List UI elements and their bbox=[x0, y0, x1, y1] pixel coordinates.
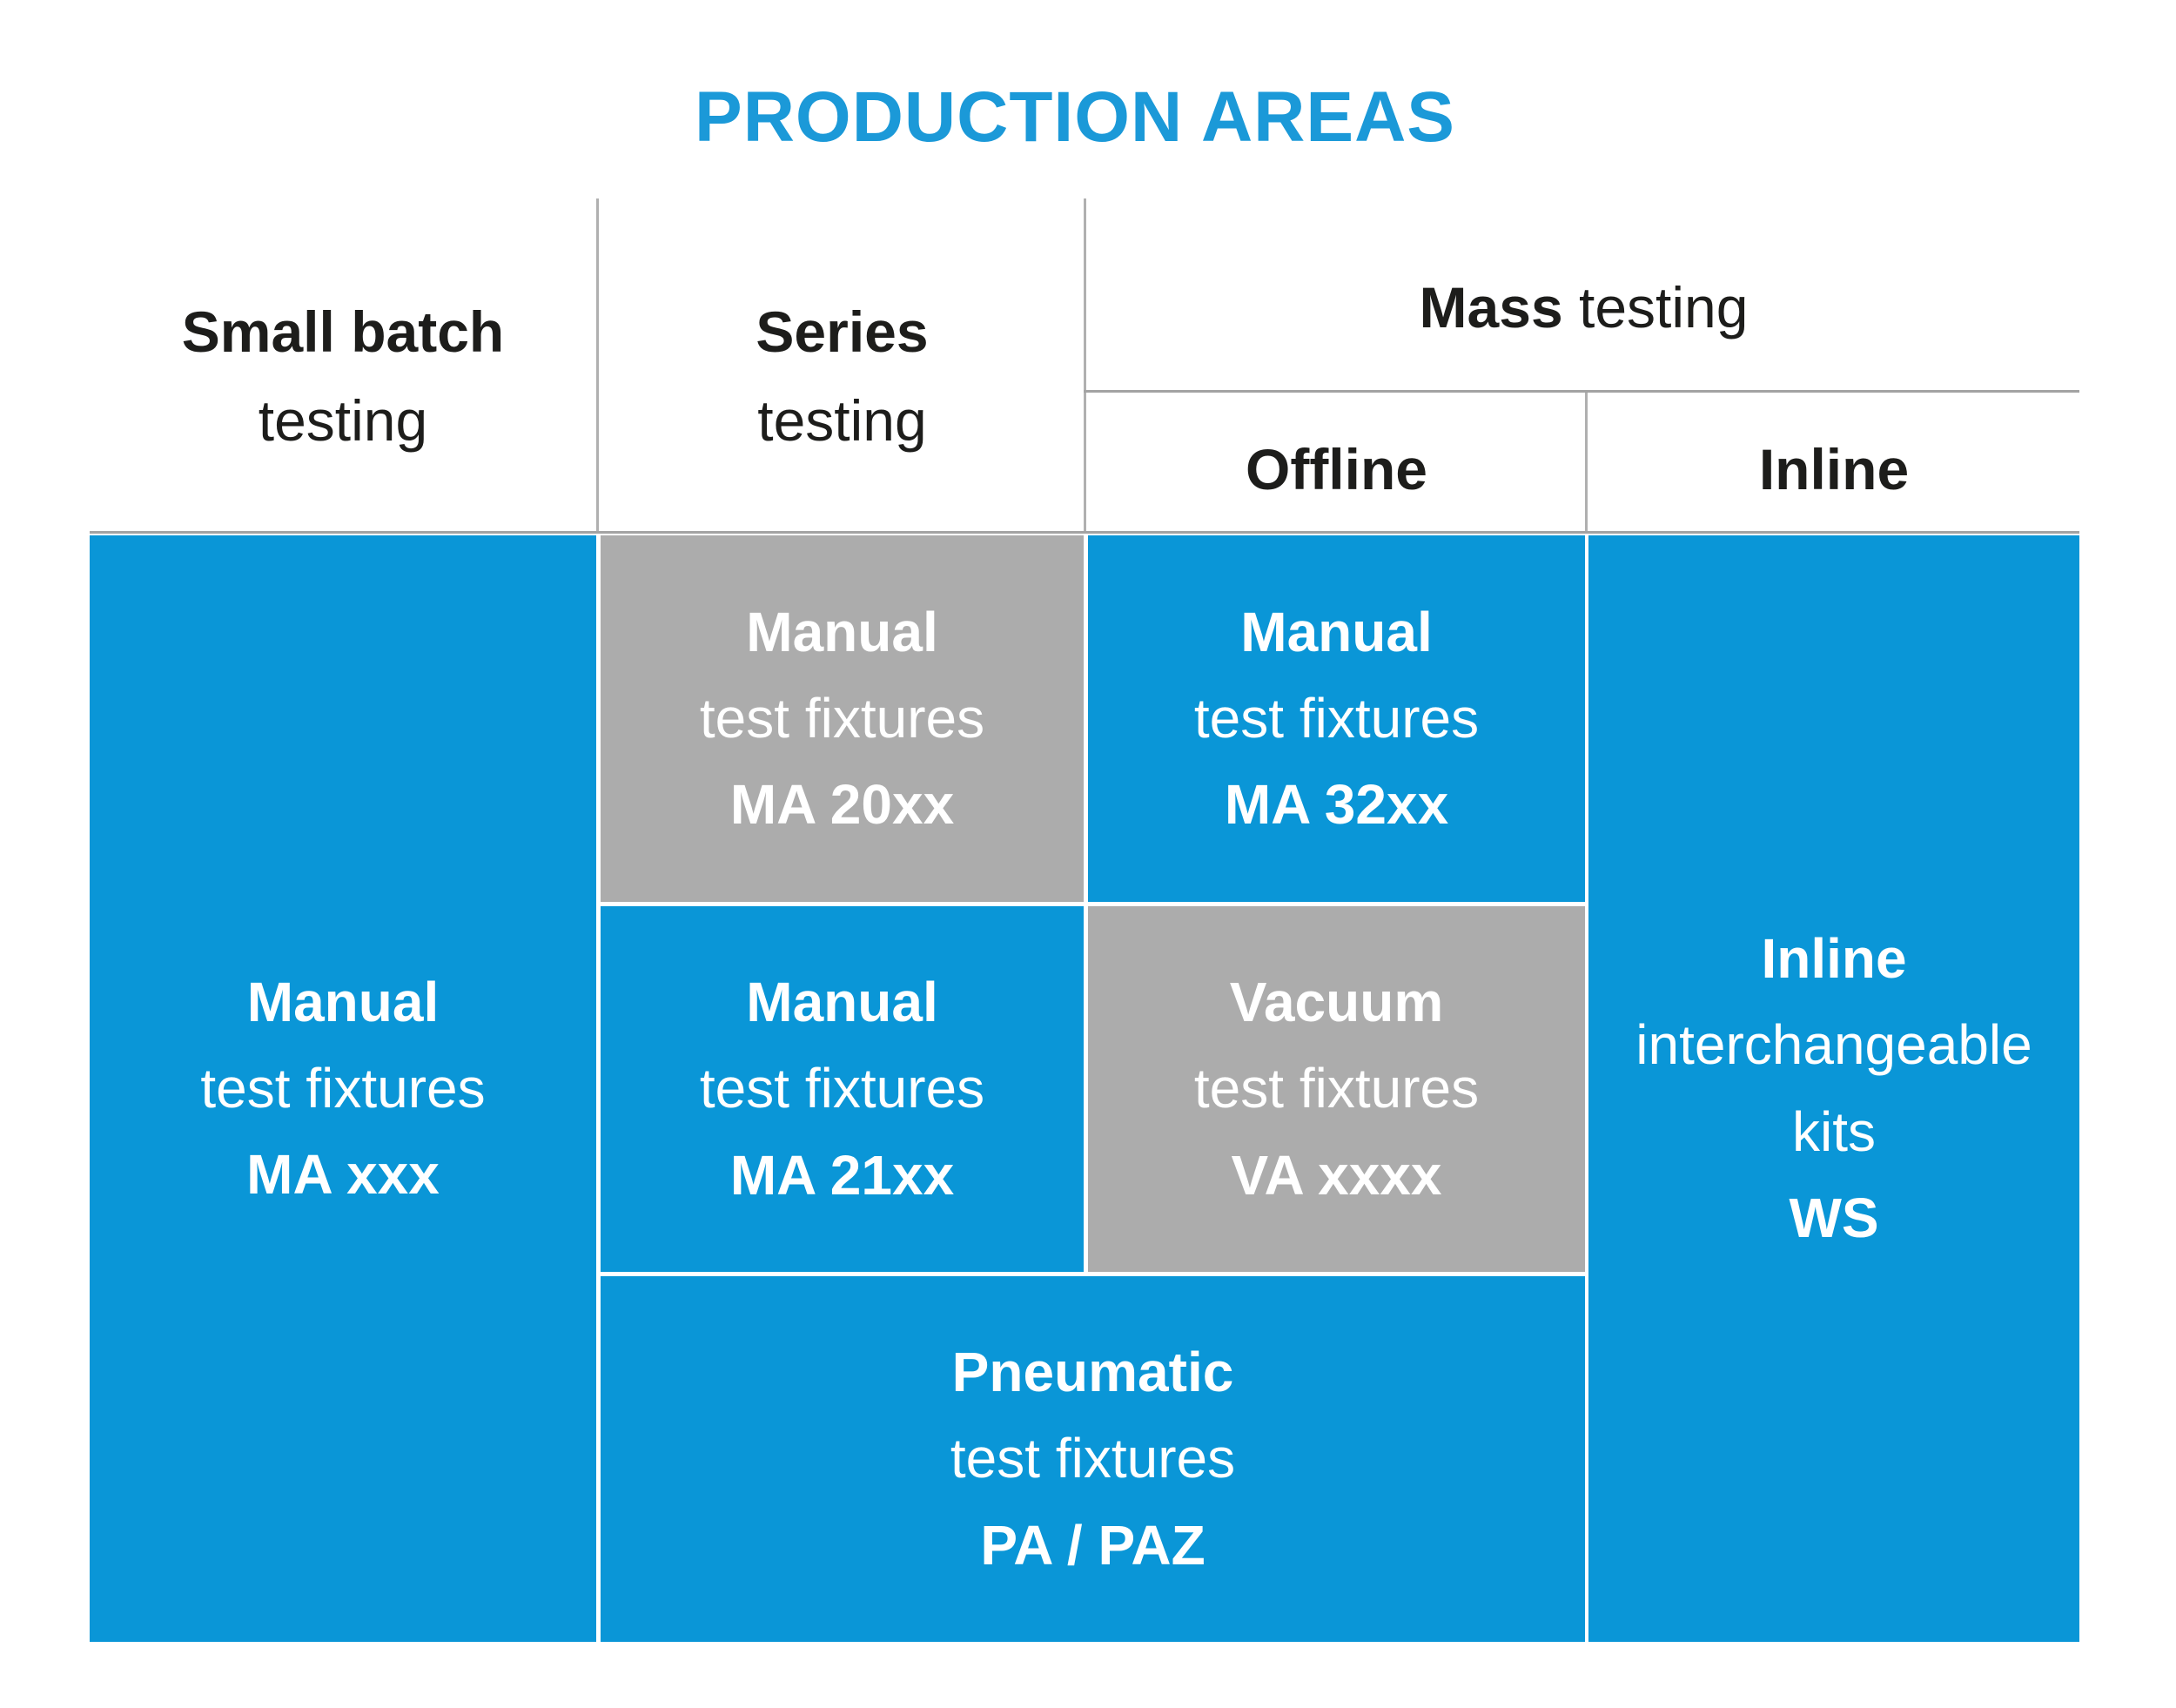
column-divider-offline-inline bbox=[1585, 390, 1588, 533]
cell-line-desc: test fixtures bbox=[1193, 1057, 1480, 1120]
cell-line-desc: test fixtures bbox=[699, 686, 985, 750]
cell-offline-manual-ma-32xx: Manual test fixtures MA 32xx bbox=[1088, 535, 1585, 902]
cell-small-batch-manual-ma-xxx: Manual test fixtures MA xxx bbox=[90, 535, 596, 1642]
cell-line-desc2: kits bbox=[1792, 1099, 1876, 1163]
cell-line-name: Manual bbox=[246, 970, 440, 1033]
header-small-batch-testing: Small batch testing bbox=[90, 287, 596, 466]
header-mass-testing: Mass testing bbox=[1088, 279, 2079, 336]
cell-line-name: Manual bbox=[746, 971, 938, 1034]
header-series-line2: testing bbox=[757, 388, 927, 454]
cell-offline-vacuum-va-xxxx: Vacuum test fixtures VA xxxx bbox=[1088, 906, 1585, 1272]
header-mass-bold: Mass bbox=[1419, 275, 1563, 340]
cell-line-code: PA / PAZ bbox=[980, 1513, 1206, 1577]
cell-line-code: MA 21xx bbox=[729, 1143, 955, 1207]
header-small-batch-line2: testing bbox=[258, 388, 428, 454]
cell-line-desc: test fixtures bbox=[200, 1056, 486, 1120]
cell-line-desc: test fixtures bbox=[1193, 686, 1480, 750]
header-series-line1: Series bbox=[756, 299, 929, 364]
cell-pneumatic-pa-paz: Pneumatic test fixtures PA / PAZ bbox=[601, 1276, 1585, 1642]
page-title: PRODUCTION AREAS bbox=[695, 77, 1455, 157]
header-mass-rest: testing bbox=[1562, 275, 1749, 340]
cell-line-code: MA 32xx bbox=[1224, 773, 1449, 837]
cell-line-name: Vacuum bbox=[1229, 971, 1444, 1034]
header-inline: Inline bbox=[1758, 437, 1910, 501]
cell-line-desc1: interchangeable bbox=[1635, 1013, 2032, 1077]
cell-line-desc: test fixtures bbox=[950, 1427, 1236, 1490]
column-divider-series-mass bbox=[1084, 198, 1086, 533]
cell-line-name: Manual bbox=[746, 600, 938, 663]
mass-testing-underline bbox=[1084, 390, 2079, 393]
header-offline: Offline bbox=[1246, 437, 1427, 501]
cell-line-code: WS bbox=[1789, 1186, 1879, 1249]
cell-line-code: MA 20xx bbox=[729, 773, 955, 837]
header-small-batch-line1: Small batch bbox=[181, 299, 505, 364]
column-divider-small-batch-series bbox=[596, 198, 599, 533]
cell-line-name: Inline bbox=[1761, 927, 1907, 991]
cell-series-manual-ma-21xx: Manual test fixtures MA 21xx bbox=[601, 906, 1084, 1272]
cell-line-code: VA xxxx bbox=[1231, 1143, 1442, 1207]
cell-line-code: MA xxx bbox=[246, 1143, 440, 1207]
cell-series-manual-ma-20xx: Manual test fixtures MA 20xx bbox=[601, 535, 1084, 902]
cell-inline-interchangeable-kits-ws: Inline interchangeable kits WS bbox=[1588, 535, 2079, 1642]
cell-line-name: Pneumatic bbox=[951, 1341, 1234, 1404]
header-series-testing: Series testing bbox=[601, 287, 1084, 466]
table-top-border bbox=[90, 531, 2079, 534]
cell-line-desc: test fixtures bbox=[699, 1057, 985, 1120]
cell-line-name: Manual bbox=[1240, 600, 1433, 663]
